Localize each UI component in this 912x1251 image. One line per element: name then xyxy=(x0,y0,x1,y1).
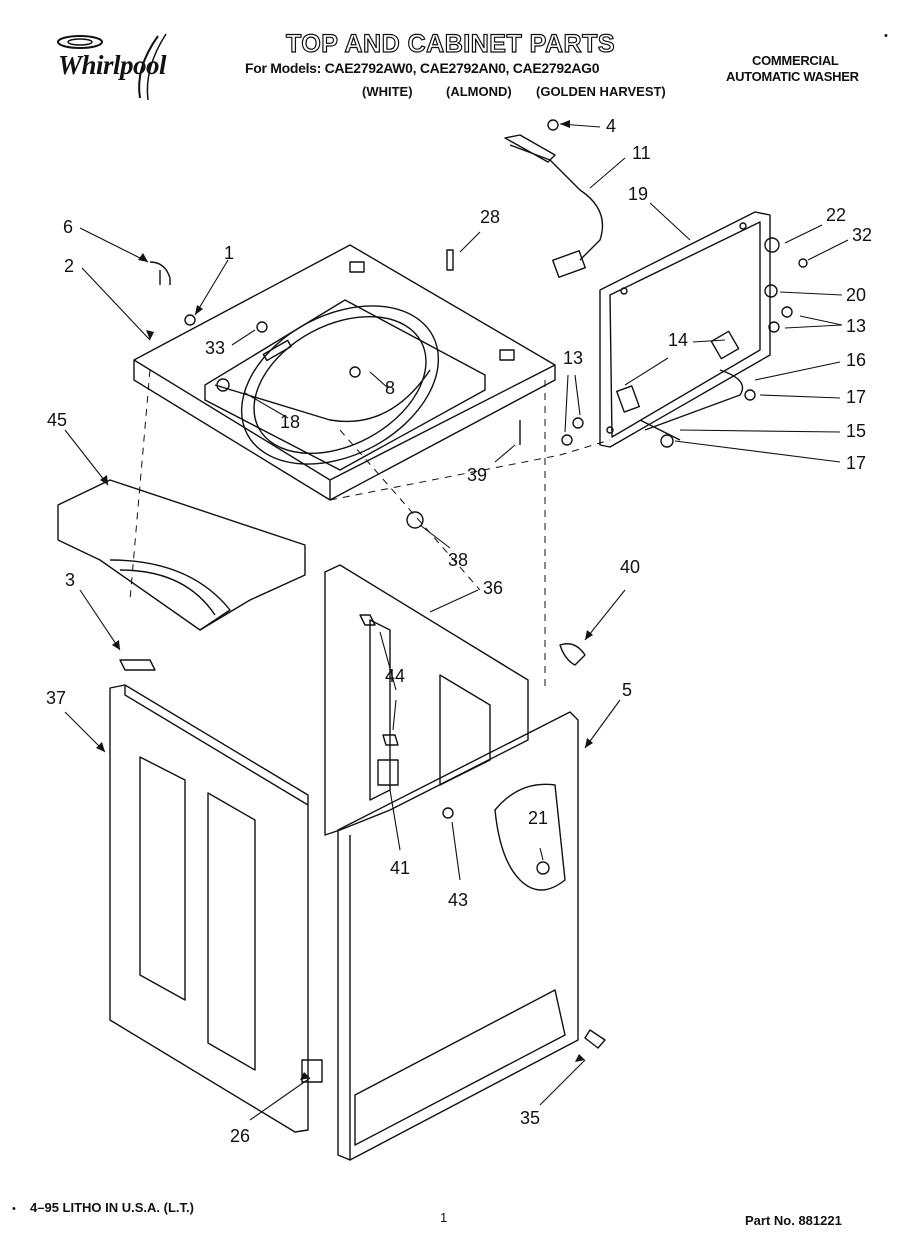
callout-26: 26 xyxy=(230,1126,251,1146)
callout-13-left: 13 xyxy=(563,348,584,368)
callout-14: 14 xyxy=(668,330,689,350)
callout-8: 8 xyxy=(385,378,396,398)
subtitle-commercial: COMMERCIAL xyxy=(752,53,839,68)
ring-32 xyxy=(798,258,808,268)
grommet-22 xyxy=(764,237,780,253)
callout-32: 32 xyxy=(852,225,873,245)
callout-28: 28 xyxy=(480,207,501,227)
fastener-21 xyxy=(536,861,550,875)
callout-33: 33 xyxy=(205,338,226,358)
corner-mark-bottom: • xyxy=(12,1203,16,1215)
screw-43 xyxy=(442,807,454,819)
clip-20 xyxy=(764,284,778,298)
color-golden-harvest: (GOLDEN HARVEST) xyxy=(536,84,666,99)
leader-arrowheads xyxy=(96,120,593,1080)
grommet-33 xyxy=(256,321,268,333)
callout-20: 20 xyxy=(846,285,867,305)
callout-22: 22 xyxy=(826,205,847,225)
nut-17a xyxy=(744,389,756,401)
tube-fitting xyxy=(216,378,230,392)
callout-4: 4 xyxy=(606,116,617,136)
screw-4 xyxy=(547,119,559,131)
rear-cabinet-panel xyxy=(324,564,529,836)
screw-13c xyxy=(572,417,584,429)
callout-17-upper: 17 xyxy=(846,387,867,407)
page-title: TOP AND CABINET PARTS xyxy=(285,29,616,58)
model-list: For Models: CAE2792AW0, CAE2792AN0, CAE2… xyxy=(245,60,600,76)
screw-35 xyxy=(584,1029,606,1049)
nut-17b xyxy=(660,434,674,448)
bracket-3 xyxy=(119,659,156,671)
callout-45: 45 xyxy=(47,410,68,430)
clip-40 xyxy=(559,643,586,666)
callout-15: 15 xyxy=(846,421,867,441)
bleach-tube xyxy=(214,369,431,423)
nut-1 xyxy=(184,314,196,326)
callout-21: 21 xyxy=(528,808,549,828)
whirlpool-logo: Whirlpool xyxy=(40,28,200,108)
screw-13b xyxy=(768,321,780,333)
wire-harness xyxy=(504,134,744,441)
bracket-41 xyxy=(377,759,399,786)
color-white: (WHITE) xyxy=(362,84,413,99)
part-number: Part No. 881221 xyxy=(745,1213,842,1228)
assembly-guides xyxy=(129,369,611,690)
callout-18: 18 xyxy=(280,412,301,432)
nut-36 xyxy=(359,614,376,626)
front-cabinet-panel xyxy=(337,711,579,1161)
subtitle-automatic-washer: AUTOMATIC WASHER xyxy=(726,69,859,84)
callout-6: 6 xyxy=(63,217,74,237)
callout-41: 41 xyxy=(390,858,411,878)
brand-wordmark: Whirlpool xyxy=(58,50,167,80)
left-side-panel xyxy=(109,684,323,1133)
callout-2: 2 xyxy=(64,256,75,276)
callout-16: 16 xyxy=(846,350,867,370)
callout-43: 43 xyxy=(448,890,469,910)
console-back-panel xyxy=(599,211,771,448)
callout-17-lower: 17 xyxy=(846,453,867,473)
corner-mark-top: • xyxy=(884,30,888,42)
callout-11: 11 xyxy=(632,143,651,163)
screw-13d xyxy=(561,434,573,446)
whirlpool-swoosh-icon xyxy=(57,33,167,101)
screw-8 xyxy=(349,366,361,378)
callout-39: 39 xyxy=(467,465,488,485)
callout-38: 38 xyxy=(448,550,469,570)
page-number: 1 xyxy=(440,1210,448,1225)
callout-44: 44 xyxy=(385,666,406,686)
callout-37: 37 xyxy=(46,688,67,708)
washer-top-panel xyxy=(133,244,556,501)
nut-44 xyxy=(382,734,399,746)
callout-19: 19 xyxy=(628,184,649,204)
plug-38 xyxy=(406,511,424,529)
screw-28 xyxy=(446,249,454,271)
callout-13-right: 13 xyxy=(846,316,867,336)
callout-36: 36 xyxy=(483,578,504,598)
callout-3: 3 xyxy=(65,570,76,590)
screw-13a xyxy=(781,306,793,318)
hardware-parts xyxy=(119,119,808,1049)
callout-5: 5 xyxy=(622,680,633,700)
litho-note: 4–95 LITHO IN U.S.A. (L.T.) xyxy=(30,1200,194,1215)
clip-6 xyxy=(149,261,171,285)
leader-lines xyxy=(64,123,849,1121)
front-shield-panel xyxy=(57,479,306,631)
callout-1: 1 xyxy=(224,243,235,263)
color-almond: (ALMOND) xyxy=(446,84,512,99)
callout-35: 35 xyxy=(520,1108,541,1128)
callout-40: 40 xyxy=(620,557,641,577)
